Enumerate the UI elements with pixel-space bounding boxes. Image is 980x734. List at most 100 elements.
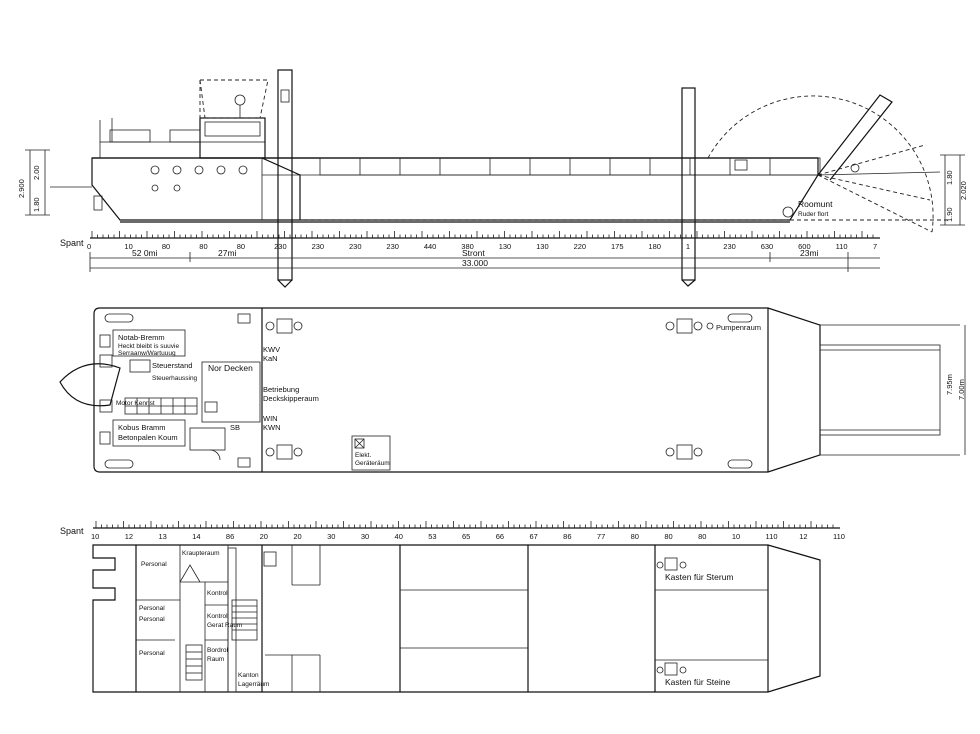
frame-number: 110 [836, 242, 848, 251]
deck-outline [93, 307, 821, 473]
svg-text:Kasten für Sterum: Kasten für Sterum [665, 572, 734, 582]
frame-number: 175 [611, 242, 624, 251]
svg-text:27mi: 27mi [218, 248, 237, 258]
frame-ticks [91, 231, 874, 238]
kasten: Kasten für Sterum Kasten für Steine [656, 557, 734, 687]
frame-number: 86 [226, 532, 234, 541]
svg-text:Personal: Personal [139, 650, 165, 657]
svg-text:Bordrol: Bordrol [207, 647, 229, 654]
spant-label-bottom: Spant [60, 526, 84, 536]
frame-number: 10 [124, 242, 132, 251]
frame-number: 440 [424, 242, 437, 251]
aft-ramp: 7.95m 7.00m [819, 324, 966, 456]
lower-outline [92, 544, 821, 693]
svg-text:WIN: WIN [263, 414, 278, 423]
frame-number: 66 [496, 532, 504, 541]
svg-text:Pumpenraum: Pumpenraum [716, 323, 761, 332]
frame-number: 40 [395, 532, 403, 541]
svg-text:SB: SB [230, 423, 240, 432]
frame-number: 630 [761, 242, 774, 251]
svg-text:Personal: Personal [139, 605, 165, 612]
svg-text:Nor Decken: Nor Decken [208, 363, 253, 373]
deck-plan: Notab-Bremm Heckt bleibt is suuvie Serra… [59, 307, 966, 473]
svg-text:Kobus Bramm: Kobus Bramm [118, 423, 166, 432]
frame-number: 220 [574, 242, 587, 251]
crane-arc [300, 94, 950, 233]
svg-text:1.80: 1.80 [32, 197, 41, 212]
wheelhouse [99, 79, 269, 159]
length-dims: 52 0mi 27mi Stront 33.000 23mi [89, 248, 880, 272]
frame-number: 230 [274, 242, 287, 251]
frame-number: 80 [698, 532, 706, 541]
frame-ticks-lower [95, 521, 834, 528]
frame-number: 86 [563, 532, 571, 541]
frame-number: 13 [158, 532, 166, 541]
svg-text:Elekt.: Elekt. [355, 452, 371, 459]
frame-number: 230 [349, 242, 362, 251]
svg-text:Deckskipperaum: Deckskipperaum [263, 394, 319, 403]
svg-text:KWV: KWV [263, 345, 280, 354]
svg-text:Raum: Raum [207, 656, 224, 663]
svg-text:Kontrol: Kontrol [207, 613, 228, 620]
aft-spud [681, 87, 696, 287]
svg-text:Kanton: Kanton [238, 672, 259, 679]
svg-text:Betonpalen Koum: Betonpalen Koum [118, 433, 178, 442]
rear-label: Roomunt [798, 199, 833, 209]
frame-number: 20 [293, 532, 301, 541]
frame-number: 110 [766, 532, 778, 541]
side-view: Roomunt Ruder flort 2.900 2.00 1.80 1.80… [17, 69, 968, 288]
frame-number: 53 [428, 532, 436, 541]
frame-number: 80 [237, 242, 245, 251]
svg-text:52 0mi: 52 0mi [132, 248, 158, 258]
svg-text:Kraupteraum: Kraupteraum [182, 550, 220, 557]
svg-text:2.020: 2.020 [959, 181, 968, 200]
frame-number: 0 [87, 242, 91, 251]
frame-number: 80 [664, 532, 672, 541]
svg-text:Steuerhaussing: Steuerhaussing [152, 375, 198, 382]
frame-number: 230 [312, 242, 325, 251]
frame-number: 67 [529, 532, 537, 541]
lower-bulkheads [135, 545, 769, 692]
svg-text:Stront: Stront [462, 248, 485, 258]
frame-number: 7 [873, 242, 877, 251]
forward-spud [277, 69, 293, 288]
frame-number: 30 [327, 532, 335, 541]
svg-text:7.95m: 7.95m [945, 374, 954, 395]
svg-text:Steuerstand: Steuerstand [152, 361, 192, 370]
frame-number: 20 [260, 532, 268, 541]
svg-text:Notab-Bremm: Notab-Bremm [118, 333, 165, 342]
frame-number: 12 [125, 532, 133, 541]
frame-number: 30 [361, 532, 369, 541]
svg-text:1.90: 1.90 [945, 207, 954, 222]
svg-text:Motor Kennst: Motor Kennst [116, 400, 155, 407]
right-height-dims: 1.80 2.020 1.90 [940, 154, 968, 226]
frame-number: 130 [536, 242, 549, 251]
svg-text:7.00m: 7.00m [957, 379, 966, 400]
rear-label-2: Ruder flort [798, 211, 829, 218]
bollards [104, 313, 753, 469]
frame-number: 65 [462, 532, 470, 541]
frame-number: 600 [798, 242, 811, 251]
frame-number: 10 [732, 532, 740, 541]
frame-number: 1 [686, 242, 690, 251]
svg-text:Kasten für Steine: Kasten für Steine [665, 677, 730, 687]
svg-text:KaN: KaN [263, 354, 278, 363]
forward-rooms: Notab-Bremm Heckt bleibt is suuvie Serra… [59, 329, 261, 461]
frame-number: 230 [386, 242, 399, 251]
svg-text:2.900: 2.900 [17, 179, 26, 198]
svg-text:Kontrol: Kontrol [207, 590, 228, 597]
bulwark-panels [319, 157, 821, 176]
svg-text:Betriebung: Betriebung [263, 385, 299, 394]
frame-number: 180 [648, 242, 661, 251]
frame-number: 80 [162, 242, 170, 251]
svg-text:Geräteräum: Geräteräum [355, 460, 390, 467]
frame-number: 380 [461, 242, 474, 251]
frame-number: 80 [199, 242, 207, 251]
svg-text:Personal: Personal [141, 561, 167, 568]
svg-text:KWN: KWN [263, 423, 281, 432]
svg-text:Gerat Raum: Gerat Raum [207, 622, 242, 629]
lower-cabins: Personal Kraupteraum Personal Personal P… [136, 545, 277, 693]
